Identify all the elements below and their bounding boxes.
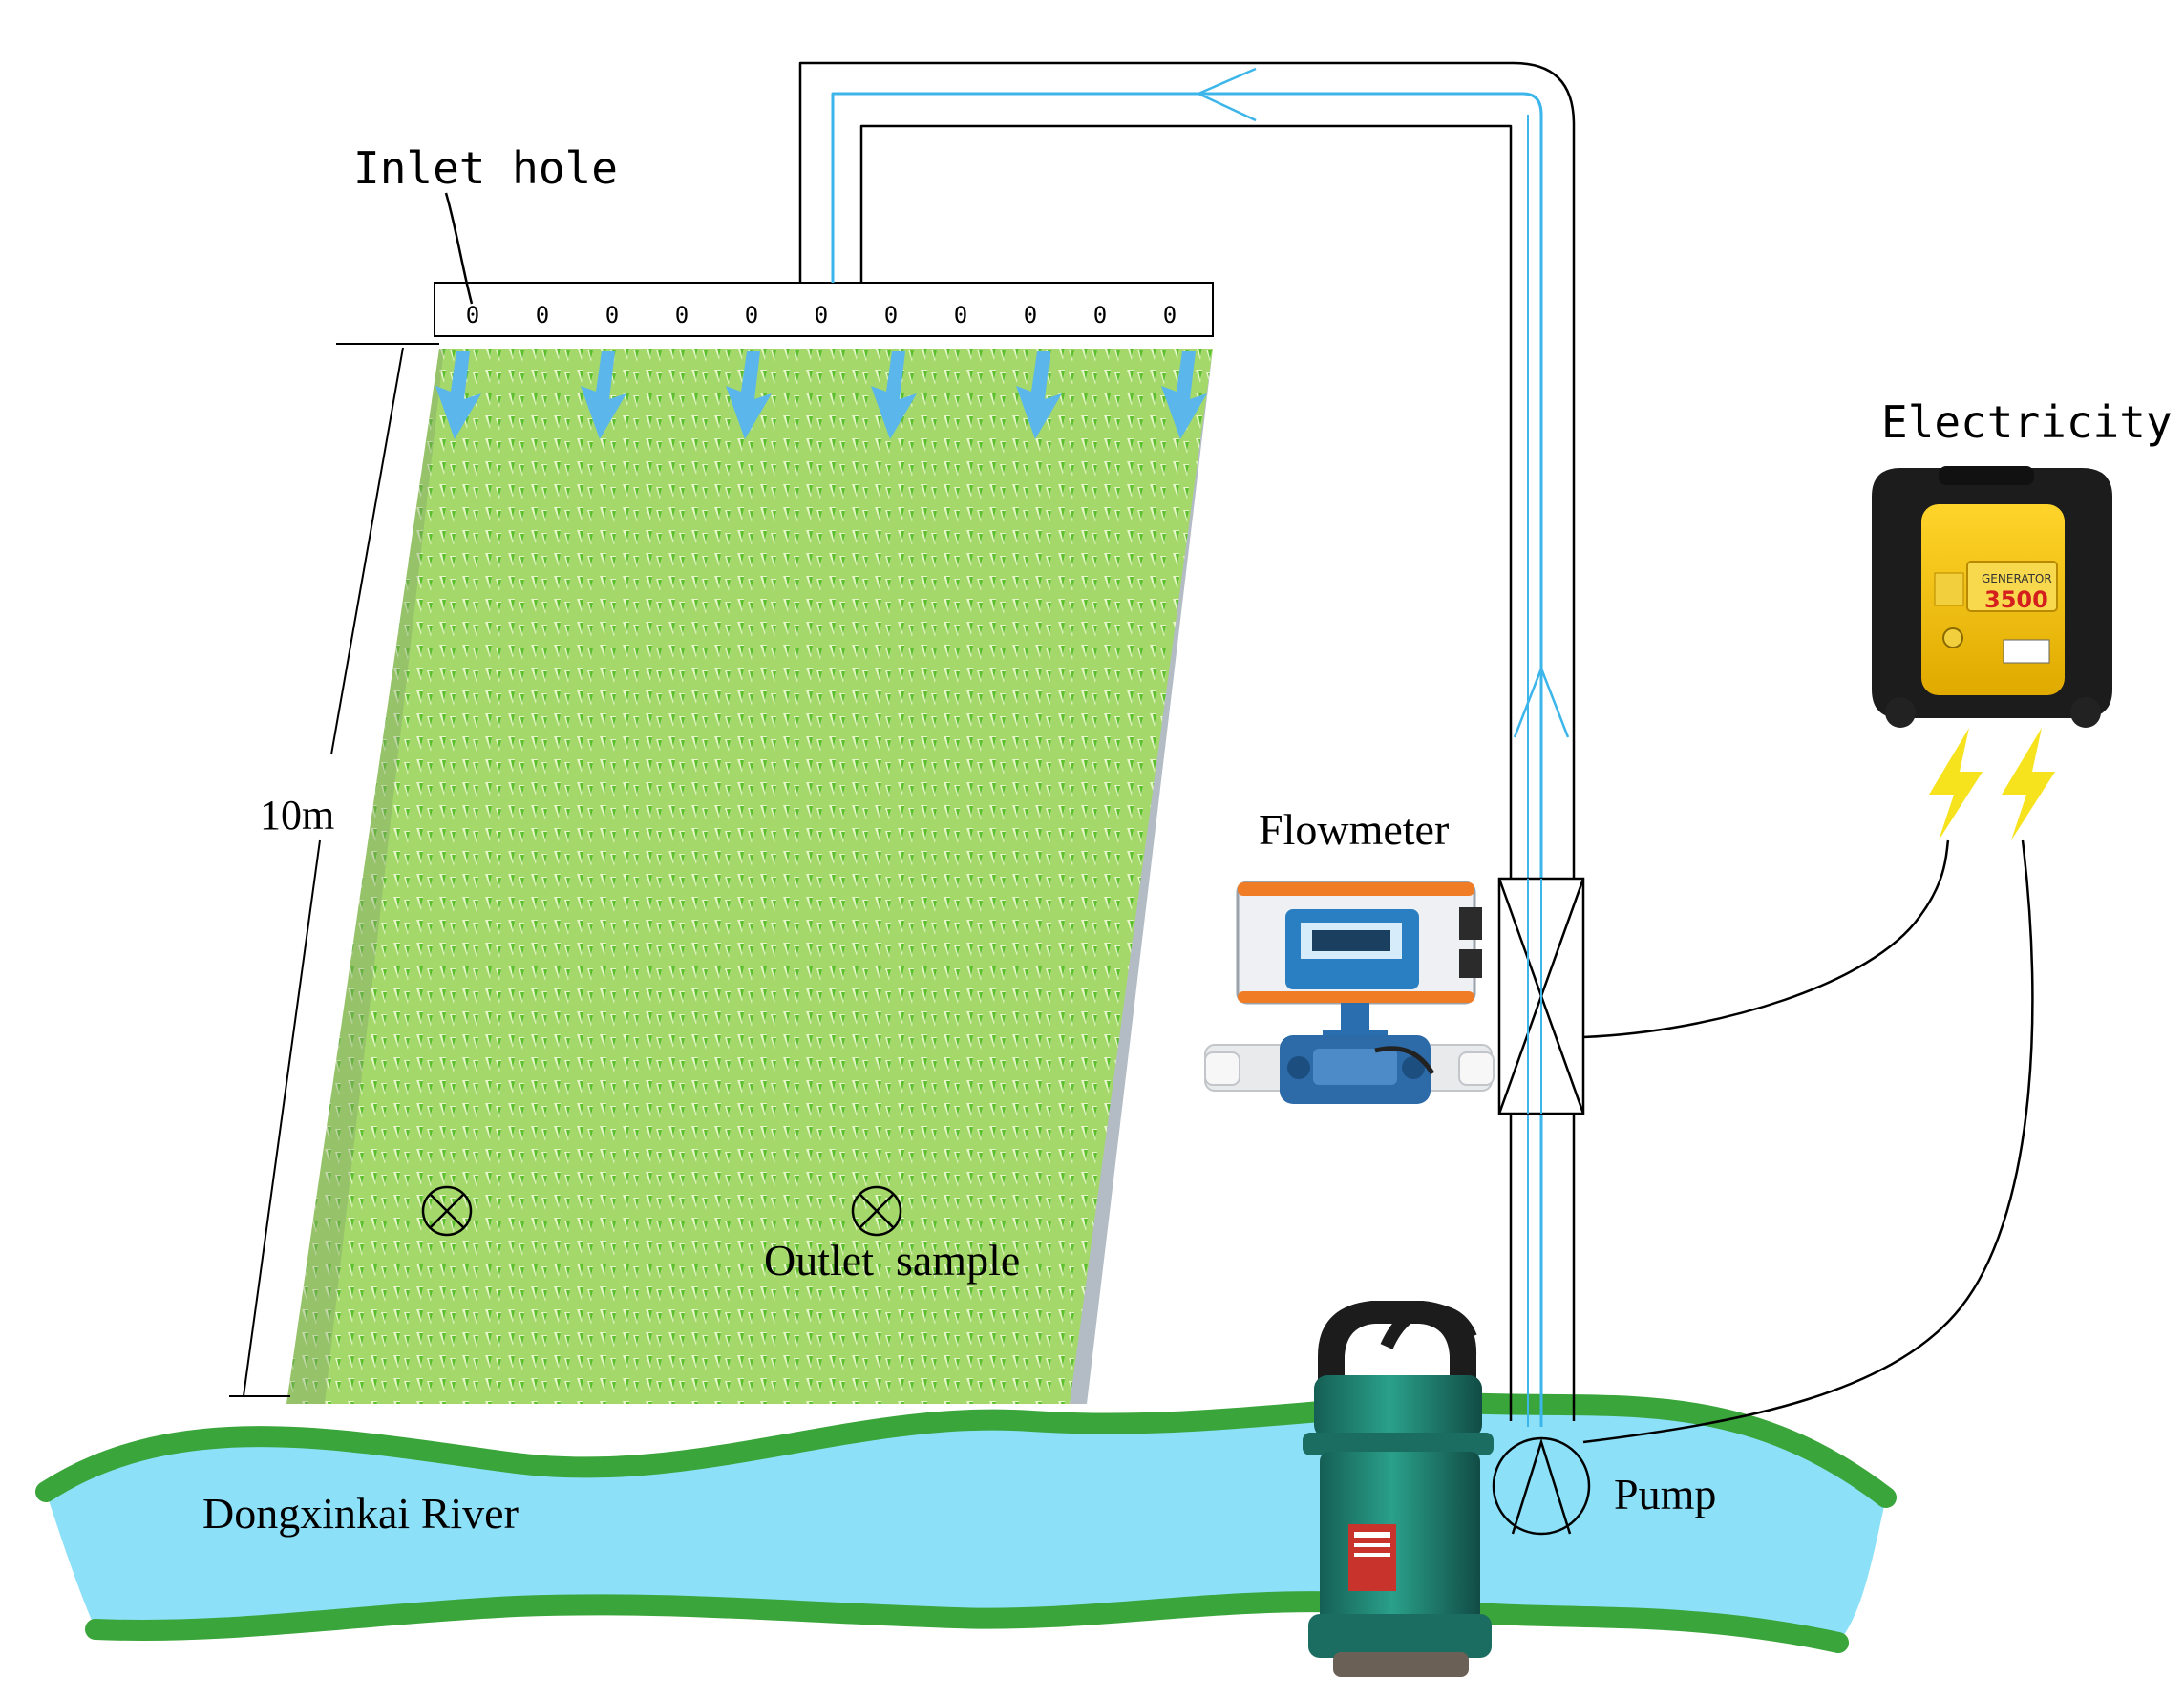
supply-pipe <box>798 61 1576 1427</box>
submersible-pump-icon <box>1303 1301 1494 1677</box>
flowmeter-icon <box>1204 881 1495 1104</box>
inlet-hole-icon: 0 <box>675 302 689 329</box>
power-wire-to-valve <box>1582 839 1950 1039</box>
flowmeter-label: Flowmeter <box>1259 805 1449 854</box>
valve-icon <box>1497 877 1585 1115</box>
inlet-arrow-icon <box>1016 351 1062 439</box>
inlet-hole-icon: 0 <box>1163 302 1177 329</box>
inlet-hole-icon: 0 <box>884 302 898 329</box>
wall-planted-face <box>286 349 1213 1404</box>
flow-direction-chevron-icon <box>1197 67 1257 122</box>
pump-label: Pump <box>1614 1470 1716 1518</box>
inlet-holes: 0 0 0 0 0 0 0 0 0 0 0 <box>466 302 1177 329</box>
wall-left-shading <box>286 349 444 1404</box>
inlet-arrow-icon <box>726 351 772 439</box>
lightning-bolt-icon <box>1929 728 1983 840</box>
river-label: Dongxinkai River <box>202 1489 519 1538</box>
outlet-sample-label: Outlet sample <box>764 1236 1020 1285</box>
power-wire-to-pump <box>1582 839 2034 1444</box>
flow-direction-chevron-icon <box>1513 667 1570 738</box>
inlet-hole-icon: 0 <box>1093 302 1107 329</box>
inlet-arrows <box>435 351 1207 439</box>
inlet-hole-icon: 0 <box>815 302 828 329</box>
pump-symbol-icon <box>1492 1436 1591 1536</box>
height-dimension-line-upper <box>330 347 404 755</box>
wetland-wall <box>286 282 1214 1404</box>
inlet-hole-icon: 0 <box>1024 302 1037 329</box>
inlet-hole-icon: 0 <box>466 302 479 329</box>
generator-icon: GENERATOR 3500 <box>1872 466 2112 728</box>
sample-point-icon <box>851 1185 902 1237</box>
svg-text:GENERATOR: GENERATOR <box>1982 572 2052 585</box>
height-dimension-line-lower <box>243 839 321 1397</box>
pipe-outer-wall <box>798 61 1576 1421</box>
inlet-hole-icon: 0 <box>954 302 967 329</box>
height-label: 10m <box>260 792 334 839</box>
height-dimension: 10m <box>229 343 439 1397</box>
svg-text:3500: 3500 <box>1984 586 2048 613</box>
inlet-hole-leader <box>444 192 474 305</box>
inlet-hole-icon: 0 <box>605 302 619 329</box>
inlet-arrow-icon <box>871 351 917 439</box>
river-lower-bank <box>85 1591 1849 1653</box>
lightning-bolt-icon <box>2002 728 2055 840</box>
sample-point-icon <box>421 1185 473 1237</box>
inlet-hole-icon: 0 <box>536 302 549 329</box>
inlet-header-pipe <box>434 282 1214 337</box>
inlet-arrow-icon <box>435 351 481 439</box>
inlet-arrow-icon <box>581 351 626 439</box>
river-upper-bank <box>35 1392 1897 1508</box>
inlet-hole-label: Inlet hole <box>353 142 618 194</box>
electricity-label: Electricity <box>1881 396 2173 448</box>
inlet-arrow-icon <box>1161 351 1207 439</box>
pipe-inner-wall <box>859 124 1513 1421</box>
pipe-water-line <box>831 92 1543 1427</box>
inlet-hole-icon: 0 <box>745 302 758 329</box>
